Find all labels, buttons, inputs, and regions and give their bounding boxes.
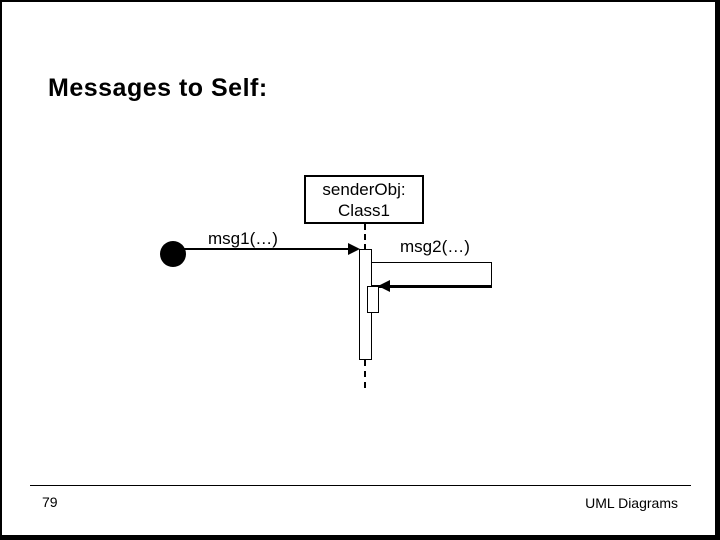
activation-bar-nested <box>367 286 379 313</box>
found-message-circle <box>160 241 186 267</box>
msg1-arrow-line <box>184 248 350 250</box>
lifeline-dashed-lower <box>364 360 366 388</box>
footer-divider <box>30 485 691 486</box>
msg1-arrowhead <box>348 243 360 255</box>
lifeline-dashed-upper <box>364 224 366 250</box>
object-name-label: senderObj: <box>322 179 406 199</box>
msg2-self-message-path <box>371 262 492 288</box>
object-lifeline-head-box: senderObj: Class1 <box>304 175 424 224</box>
footer-right-text: UML Diagrams <box>585 495 678 511</box>
msg1-label: msg1(…) <box>208 229 278 248</box>
msg2-return-arrowhead <box>378 280 390 292</box>
footer-page-number: 79 <box>42 494 58 510</box>
slide-title: Messages to Self: <box>48 74 268 102</box>
object-class-label: Class1 <box>338 200 390 220</box>
msg2-label: msg2(…) <box>400 237 470 256</box>
